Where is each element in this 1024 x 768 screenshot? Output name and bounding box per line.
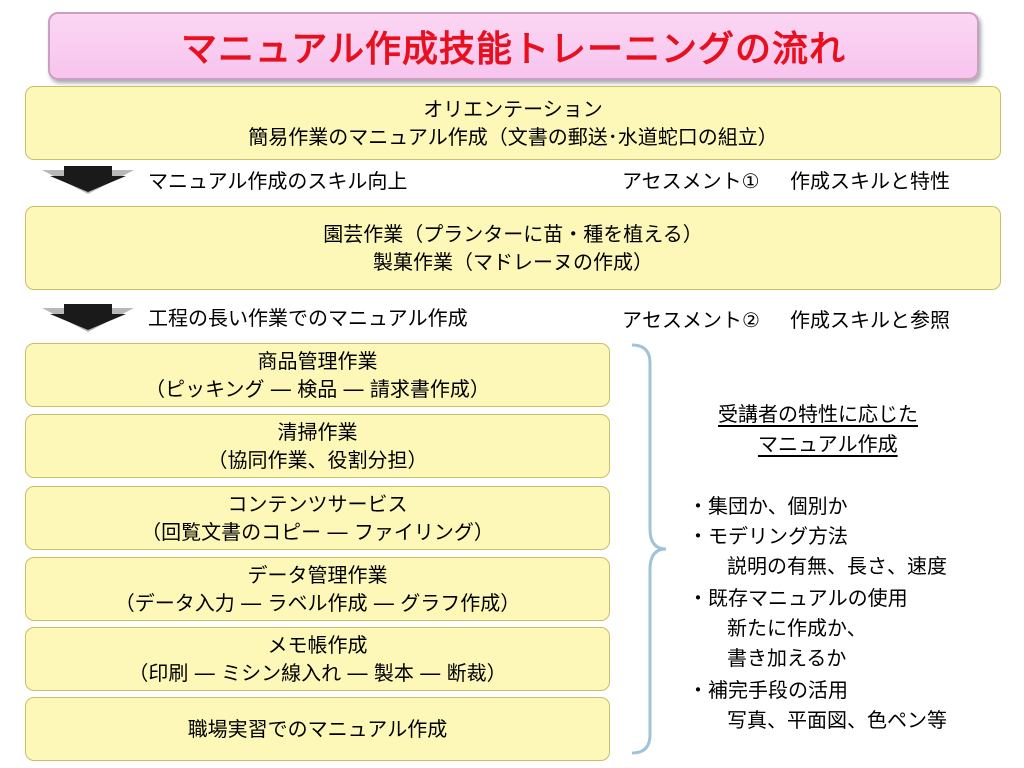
side-point: 写真、平面図、色ペン等 (727, 708, 947, 732)
step-label: 工程の長い作業でのマニュアル作成 (148, 306, 468, 330)
task-detail: （協同作業、役割分担） (207, 448, 428, 472)
stage-line: 製菓作業（マドレーヌの作成） (373, 250, 653, 274)
assessment-label: アセスメント① (622, 169, 760, 193)
stage-line: 簡易作業のマニュアル作成（文書の郵送･水道蛇口の組立） (248, 125, 778, 149)
task-title: コンテンツサービス (227, 492, 408, 516)
down-arrow-icon (42, 166, 134, 194)
page-title: マニュアル作成技能トレーニングの流れ (181, 29, 846, 70)
task-box: コンテンツサービス （回覧文書のコピー ― ファイリング） (25, 486, 610, 550)
assessment-detail: 作成スキルと参照 (790, 308, 950, 332)
task-box: メモ帳作成 （印刷 ― ミシン線入れ ― 製本 ― 断裁） (25, 627, 610, 691)
task-detail: （印刷 ― ミシン線入れ ― 製本 ― 断裁） (128, 661, 507, 685)
assessment-label: アセスメント② (622, 308, 760, 332)
stage-box-orientation: オリエンテーション 簡易作業のマニュアル作成（文書の郵送･水道蛇口の組立） (25, 86, 1001, 160)
side-heading: 受講者の特性に応じた (718, 402, 918, 426)
right-bracket-icon (631, 343, 667, 755)
side-heading: マニュアル作成 (758, 432, 898, 456)
task-title: 清掃作業 (277, 420, 358, 444)
stage-line: 園芸作業（プランターに苗・種を植える） (323, 222, 703, 246)
side-point: ・補完手段の活用 (688, 678, 848, 702)
task-title: メモ帳作成 (267, 633, 368, 657)
side-point: ・集団か、個別か (688, 494, 848, 518)
task-detail: （ピッキング ― 検品 ― 請求書作成） (145, 377, 490, 401)
task-title: 職場実習でのマニュアル作成 (187, 717, 448, 741)
side-point: 新たに作成か、 (727, 616, 867, 640)
assessment-detail: 作成スキルと特性 (790, 169, 950, 193)
task-title: 商品管理作業 (257, 349, 378, 373)
task-box: データ管理作業 （データ入力 ― ラベル作成 ― グラフ作成） (25, 557, 610, 621)
stage-line: オリエンテーション (423, 97, 603, 121)
task-detail: （データ入力 ― ラベル作成 ― グラフ作成） (114, 591, 521, 615)
task-detail: （回覧文書のコピー ― ファイリング） (141, 520, 494, 544)
down-arrow-icon (42, 304, 134, 332)
task-box: 商品管理作業 （ピッキング ― 検品 ― 請求書作成） (25, 343, 610, 407)
side-point: 説明の有無、長さ、速度 (727, 554, 947, 578)
side-point: 書き加えるか (727, 646, 847, 670)
side-point: ・既存マニュアルの使用 (688, 586, 908, 610)
task-title: データ管理作業 (247, 563, 388, 587)
title-banner: マニュアル作成技能トレーニングの流れ (48, 12, 979, 80)
step-label: マニュアル作成のスキル向上 (148, 169, 408, 193)
task-box: 職場実習でのマニュアル作成 (25, 697, 610, 761)
stage-box-practice: 園芸作業（プランターに苗・種を植える） 製菓作業（マドレーヌの作成） (25, 206, 1001, 290)
task-box: 清掃作業 （協同作業、役割分担） (25, 414, 610, 478)
side-point: ・モデリング方法 (688, 524, 848, 548)
